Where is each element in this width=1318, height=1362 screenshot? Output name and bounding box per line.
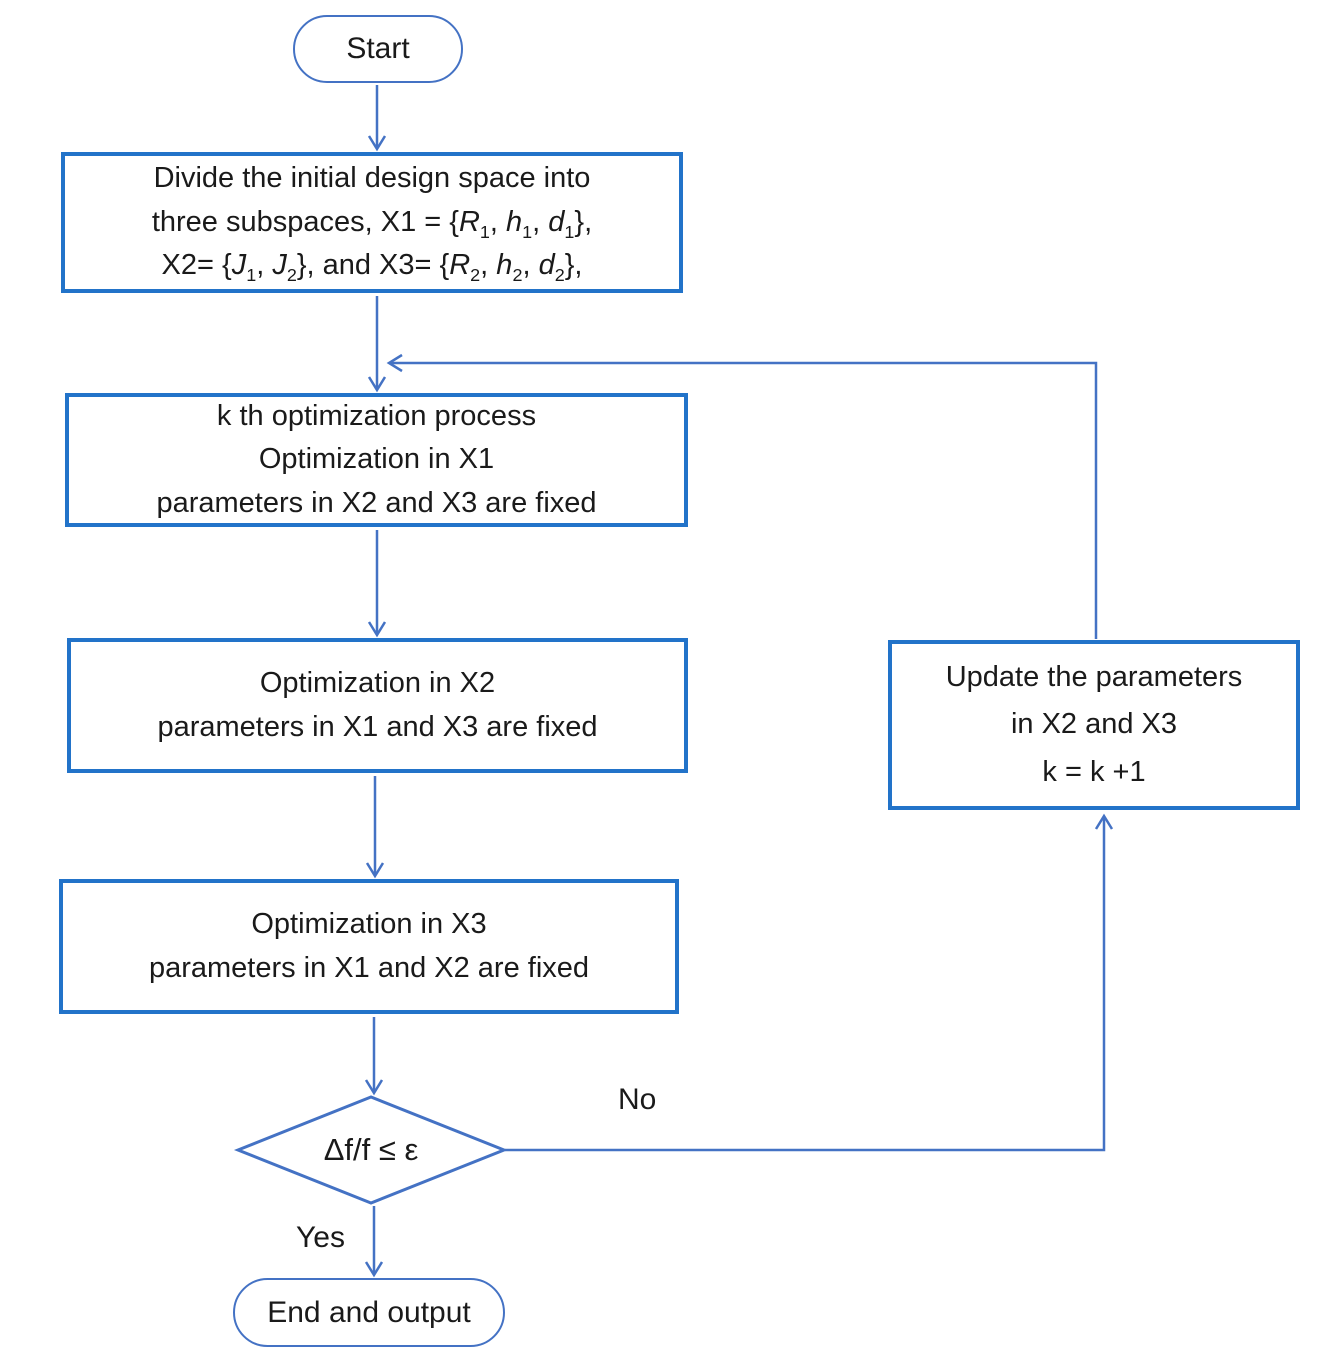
- kth-line-2: Optimization in X1: [258, 443, 495, 476]
- divide-line-2: three subspaces, X1 = {R1, h1, d1},: [151, 205, 593, 242]
- yes-edge-label: Yes: [296, 1221, 345, 1254]
- decision-diamond: [233, 1095, 509, 1205]
- update-line-1: Update the parameters: [945, 660, 1243, 693]
- divide-line-1: Divide the initial design space into: [153, 162, 591, 195]
- divide-line-3: X2= {J1, J2}, and X3= {R2, h2, d2},: [161, 249, 583, 286]
- edge-update-to-kth-feedback: [386, 353, 1098, 639]
- optimization-x2-node: Optimization in X2 parameters in X1 and …: [67, 638, 688, 773]
- update-parameters-node: Update the parameters in X2 and X3 k = k…: [888, 640, 1300, 810]
- kth-line-1: k th optimization process: [216, 399, 537, 432]
- optx3-line-2: parameters in X1 and X2 are fixed: [148, 951, 590, 984]
- start-node: Start: [293, 15, 463, 83]
- divide-design-space-node: Divide the initial design space into thr…: [61, 152, 683, 293]
- optx3-line-1: Optimization in X3: [251, 908, 487, 940]
- update-line-3: k = k +1: [1042, 755, 1146, 788]
- end-label: End and output: [267, 1295, 471, 1329]
- kth-line-3: parameters in X2 and X3 are fixed: [156, 486, 597, 519]
- no-edge-label: No: [618, 1083, 657, 1116]
- decision-label: Δf/f ≤ ε: [323, 1132, 419, 1167]
- start-label: Start: [346, 32, 410, 65]
- kth-optimization-x1-node: k th optimization process Optimization i…: [65, 393, 688, 527]
- edge-decision-no-to-update: [505, 813, 1114, 1152]
- optx2-line-1: Optimization in X2: [259, 667, 496, 699]
- end-node: End and output: [233, 1278, 505, 1347]
- optimization-x3-node: Optimization in X3 parameters in X1 and …: [59, 879, 679, 1014]
- optx2-line-2: parameters in X1 and X3 are fixed: [157, 710, 598, 743]
- update-line-2: in X2 and X3: [1010, 708, 1178, 741]
